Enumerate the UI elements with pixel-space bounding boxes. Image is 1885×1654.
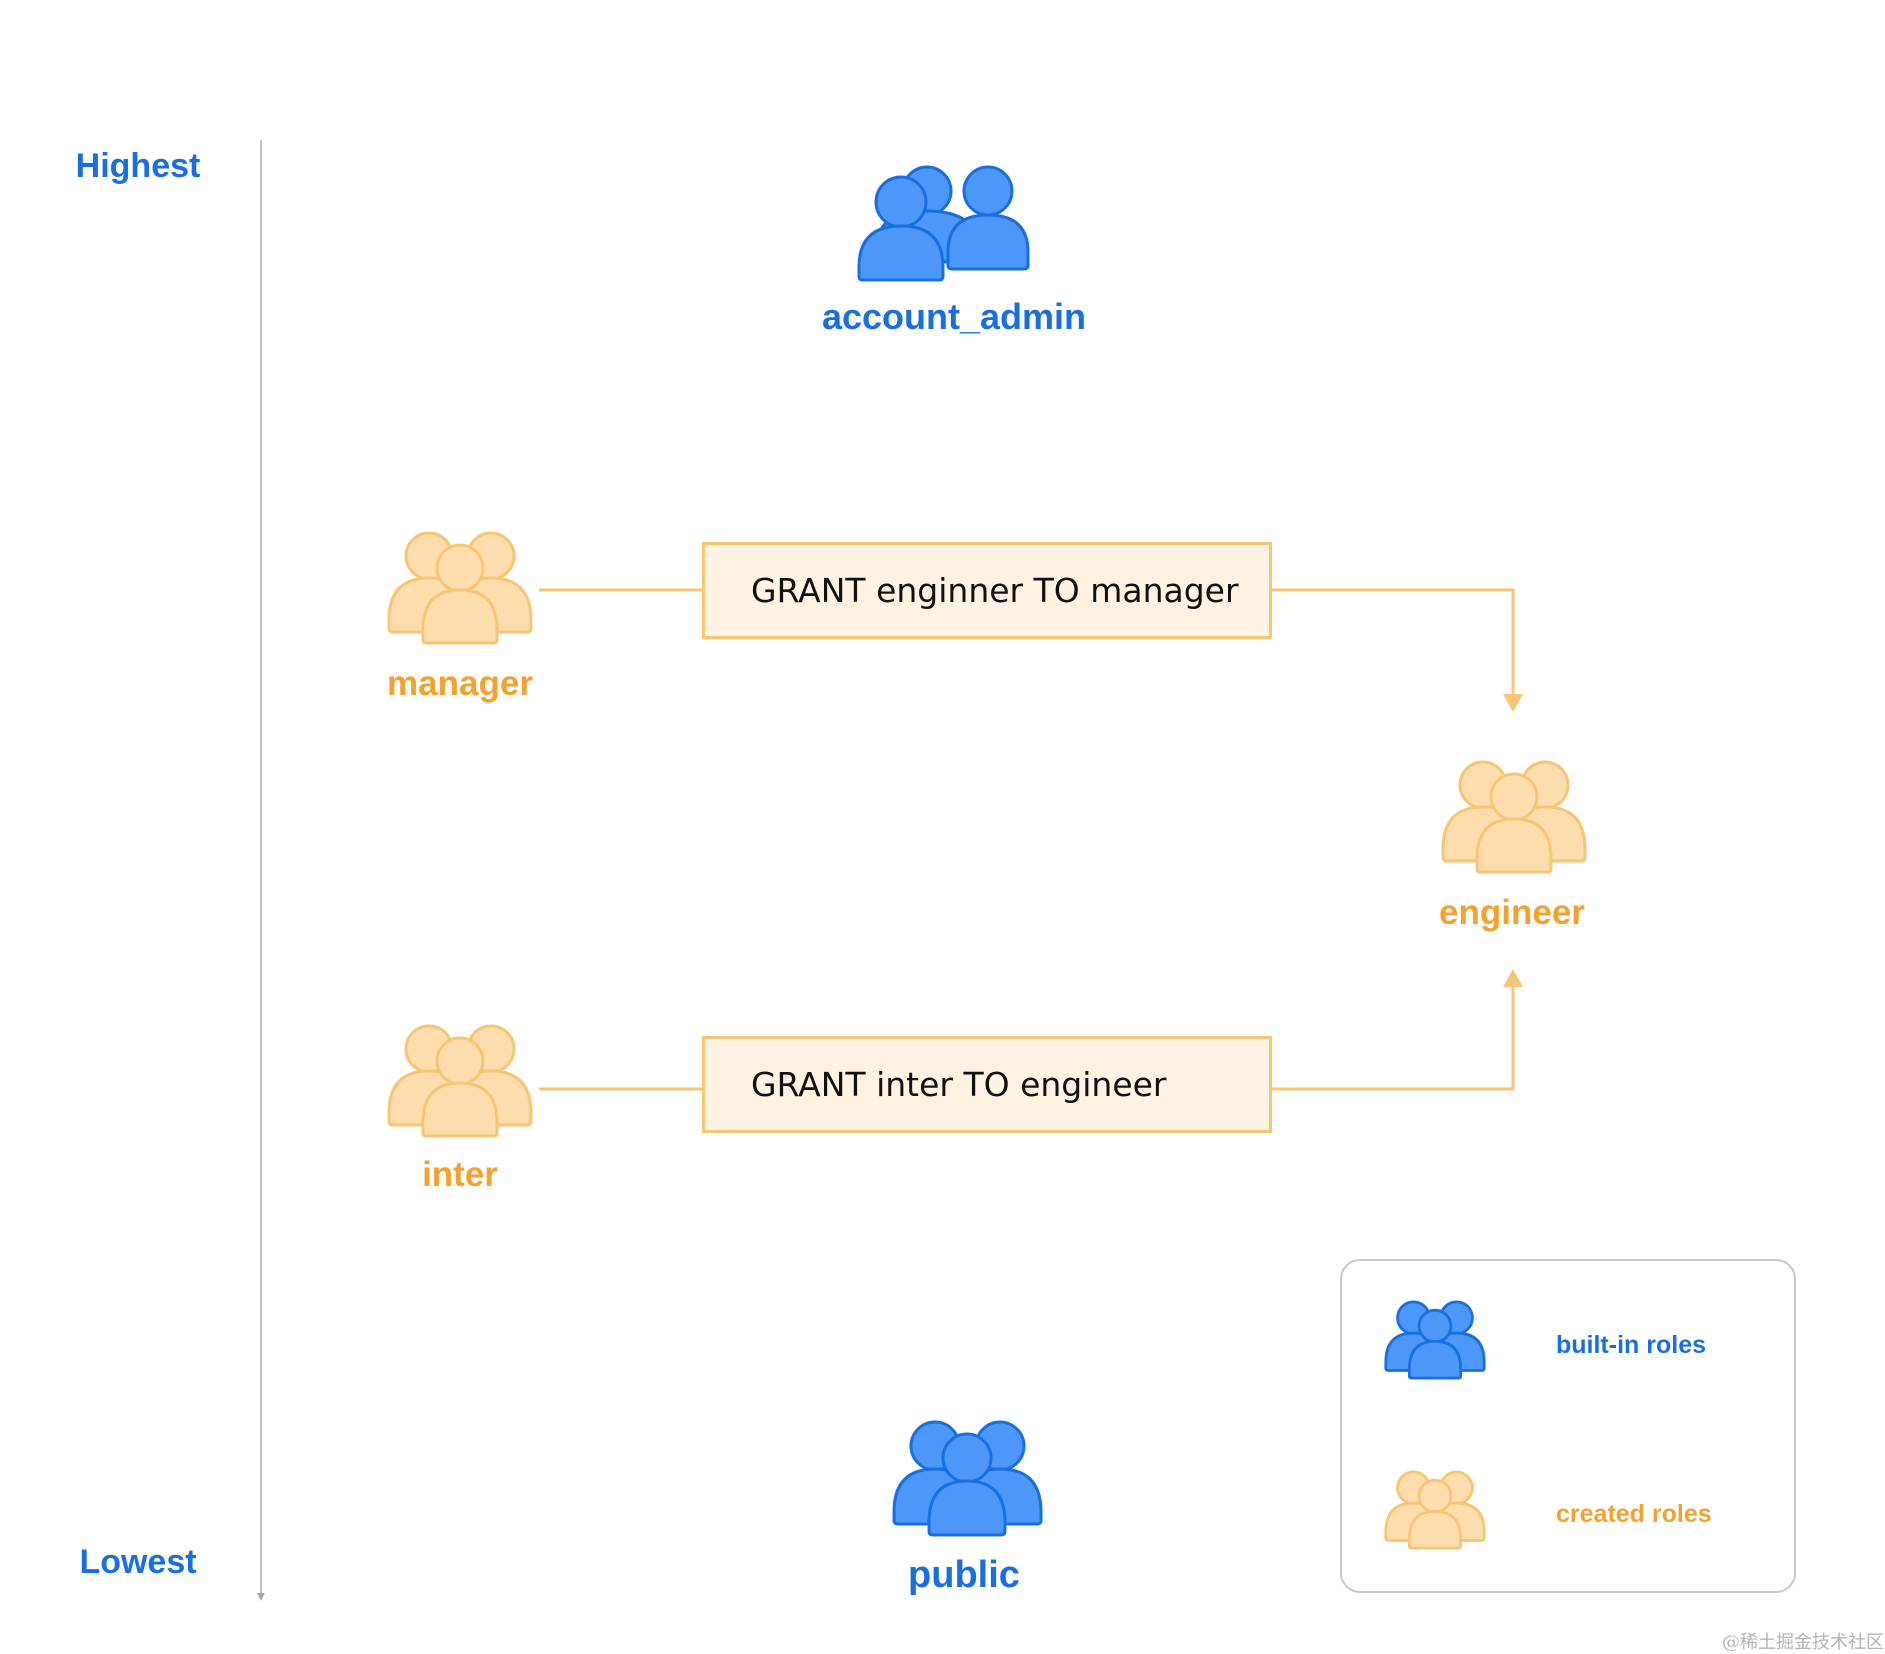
legend-builtin-label: built-in roles (1556, 1331, 1706, 1359)
manager-icon (387, 531, 533, 645)
engineer-icon (1441, 760, 1587, 874)
inter-icon (387, 1024, 533, 1138)
arrow-down-icon (1503, 694, 1523, 712)
legend-created-icon (1384, 1470, 1486, 1550)
manager-label: manager (387, 664, 533, 703)
highest-label: Highest (75, 147, 201, 185)
legend-builtin-icon (1384, 1300, 1486, 1380)
engineer-label: engineer (1439, 893, 1585, 932)
public-icon (892, 1420, 1043, 1537)
arrow-up-icon (1503, 969, 1523, 987)
public-label: public (908, 1554, 1020, 1596)
legend-created-label: created roles (1556, 1500, 1712, 1528)
account-admin-label: account_admin (821, 296, 1087, 337)
inter-label: inter (422, 1155, 498, 1194)
grant-engineer-to-manager-text: GRANT enginner TO manager (751, 571, 1239, 610)
account-admin-icon (857, 165, 1030, 282)
watermark: @稀土掘金技术社区 (1722, 1632, 1884, 1653)
lowest-label: Lowest (79, 1543, 197, 1581)
grant-inter-to-engineer-text: GRANT inter TO engineer (751, 1065, 1167, 1104)
grant-engineer-to-manager-box: GRANT enginner TO manager (702, 542, 1272, 639)
grant-inter-to-engineer-box: GRANT inter TO engineer (702, 1036, 1272, 1133)
